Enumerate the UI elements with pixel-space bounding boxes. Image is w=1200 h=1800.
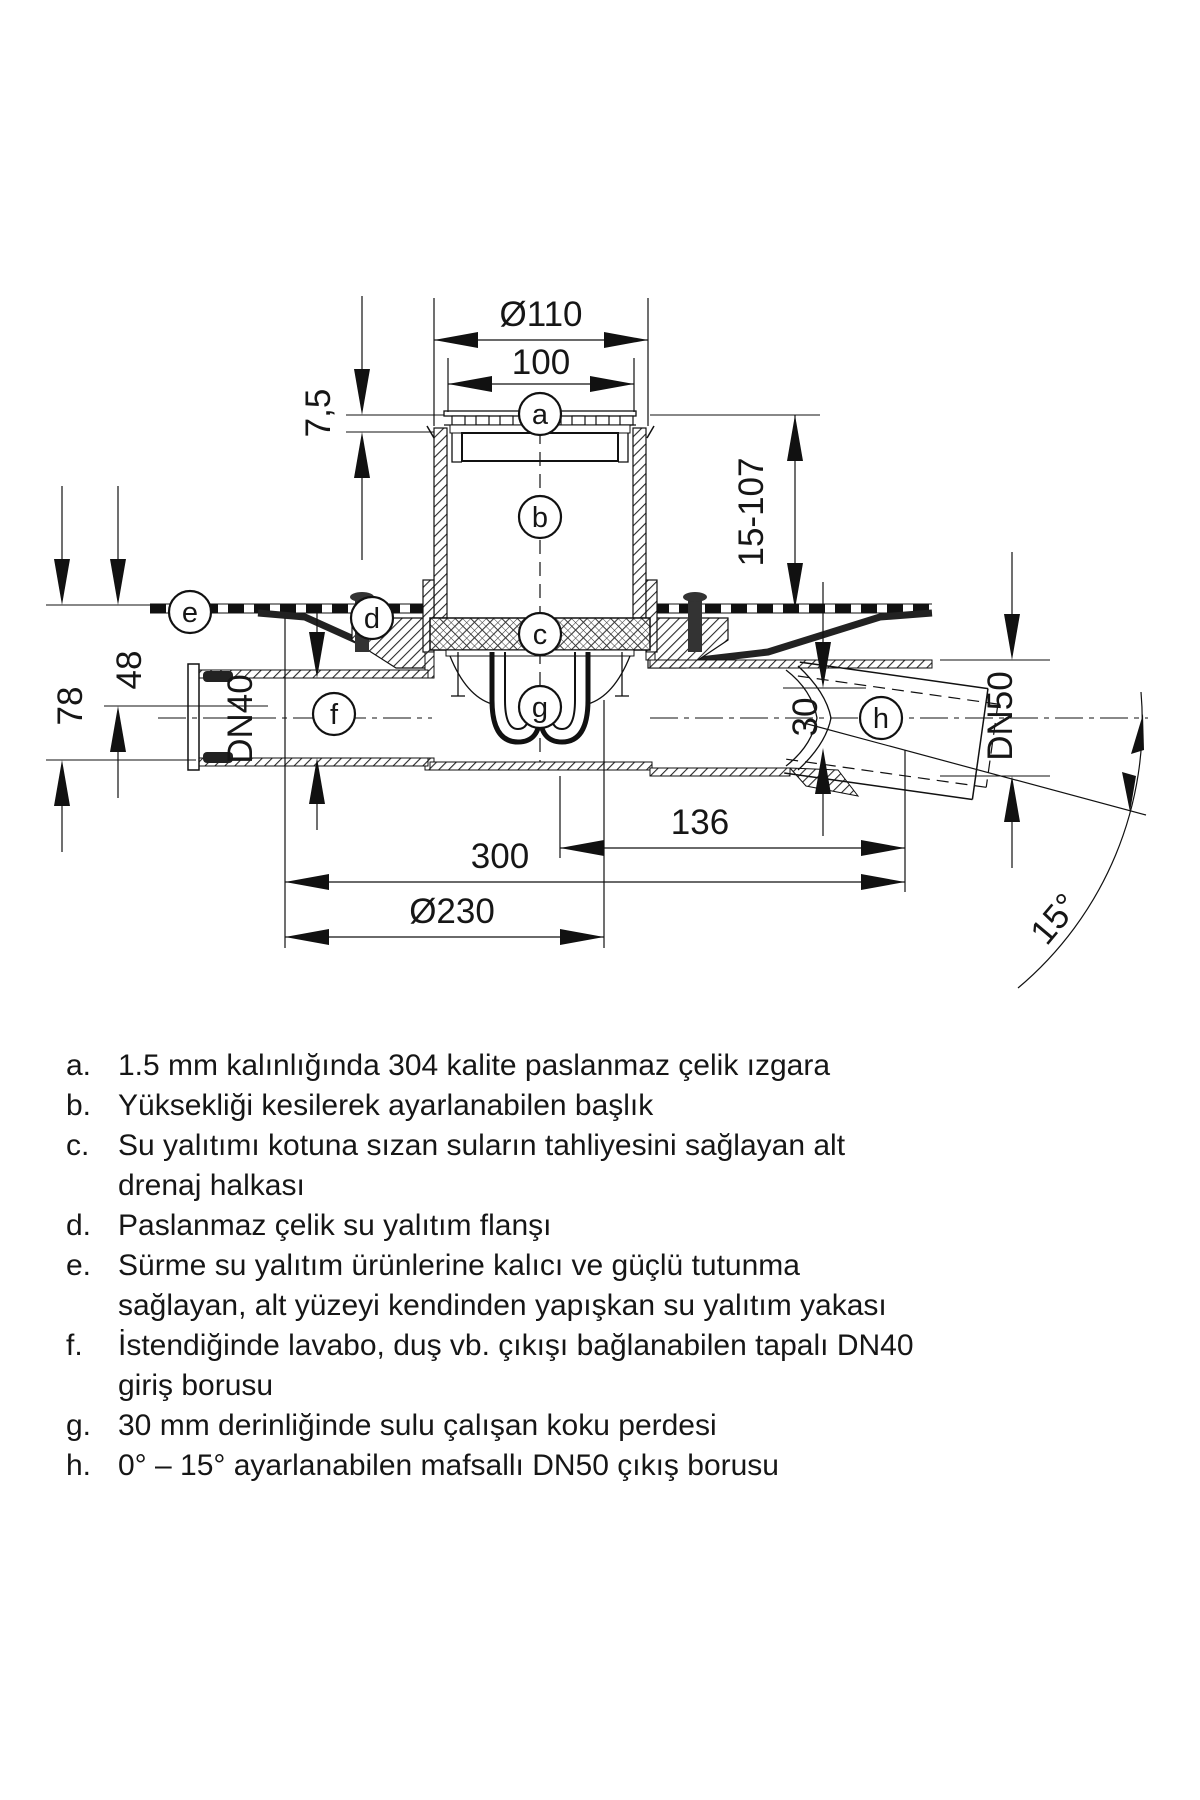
- dimension-grate-outer: Ø110: [433, 295, 649, 426]
- svg-text:7,5: 7,5: [299, 389, 338, 438]
- svg-text:b: b: [532, 502, 548, 534]
- svg-text:100: 100: [512, 343, 570, 382]
- svg-text:h: h: [873, 703, 889, 735]
- dimension-grate-thickness: 7,5: [299, 296, 444, 560]
- svg-text:136: 136: [671, 803, 729, 842]
- dim-angle: 15°: [1023, 886, 1087, 952]
- marker-g: g: [517, 684, 563, 730]
- marker-e: e: [167, 589, 213, 635]
- svg-text:15-107: 15-107: [732, 458, 771, 567]
- svg-text:e: e: [182, 597, 198, 629]
- legend-text: 1.5 mm kalınlığında 304 kalite paslanmaz…: [118, 1049, 831, 1082]
- marker-d: d: [349, 595, 395, 641]
- legend-letter: h.: [66, 1449, 92, 1482]
- legend-item-e: e. Sürme su yalıtım ürünlerine kalıcı ve…: [66, 1246, 1086, 1326]
- svg-text:78: 78: [51, 687, 90, 726]
- svg-text:DN50: DN50: [981, 671, 1020, 760]
- legend-letter: b.: [66, 1089, 92, 1122]
- dimension-body-length: 300: [284, 618, 905, 948]
- svg-text:48: 48: [110, 651, 149, 690]
- dimension-outlet-size: DN50: [940, 552, 1050, 868]
- angle-indicator: 15°: [799, 691, 1147, 989]
- svg-text:Ø230: Ø230: [409, 892, 495, 931]
- svg-text:f: f: [330, 699, 339, 731]
- svg-text:30: 30: [786, 698, 825, 737]
- marker-c: c: [517, 611, 563, 657]
- svg-text:a: a: [532, 399, 549, 431]
- legend-item-b: b. Yüksekliği kesilerek ayarlanabilen ba…: [66, 1086, 1086, 1126]
- legend-item-c: c. Su yalıtımı kotuna sızan suların tahl…: [66, 1126, 1086, 1206]
- svg-text:d: d: [364, 603, 380, 635]
- legend-text: 0° – 15° ayarlanabilen mafsallı DN50 çık…: [118, 1449, 779, 1482]
- legend-letter: e.: [66, 1249, 92, 1282]
- dimension-inlet-size: DN40: [221, 613, 325, 830]
- marker-b: b: [517, 494, 563, 540]
- svg-text:c: c: [533, 619, 548, 651]
- legend-text: 30 mm derinliğinde sulu çalışan koku per…: [118, 1409, 717, 1442]
- svg-text:g: g: [532, 692, 548, 724]
- legend-item-h: h. 0° – 15° ayarlanabilen mafsallı DN50 …: [66, 1446, 1086, 1486]
- legend-item-g: g. 30 mm derinliğinde sulu çalışan koku …: [66, 1406, 1086, 1446]
- legend-list: a. 1.5 mm kalınlığında 304 kalite paslan…: [66, 1046, 1086, 1486]
- legend-text: Paslanmaz çelik su yalıtım flanşı: [118, 1209, 552, 1242]
- dimension-grate-width: 100: [447, 343, 635, 412]
- legend-text: Yüksekliği kesilerek ayarlanabilen başlı…: [118, 1089, 654, 1122]
- legend-letter: c.: [66, 1129, 90, 1162]
- svg-text:300: 300: [471, 837, 529, 876]
- legend-letter: f.: [66, 1329, 83, 1362]
- legend-item-a: a. 1.5 mm kalınlığında 304 kalite paslan…: [66, 1046, 1086, 1086]
- marker-h: h: [858, 695, 904, 741]
- legend-letter: a.: [66, 1049, 92, 1082]
- legend-text: İstendiğinde lavabo, duş vb. çıkışı bağl…: [118, 1329, 914, 1402]
- dimension-depth-total: 78: [46, 486, 196, 852]
- dimension-trap-depth: 30: [783, 582, 866, 836]
- legend-letter: d.: [66, 1209, 92, 1242]
- legend-item-d: d. Paslanmaz çelik su yalıtım flanşı: [66, 1206, 1086, 1246]
- svg-text:DN40: DN40: [221, 674, 260, 763]
- legend-text: Su yalıtımı kotuna sızan suların tahliye…: [118, 1129, 846, 1202]
- dimension-height-adjust: 15-107: [650, 414, 820, 609]
- legend-letter: g.: [66, 1409, 92, 1442]
- marker-a: a: [517, 391, 563, 437]
- inlet-pipe-dn40: [158, 663, 432, 771]
- dimension-flange-diameter: Ø230: [285, 700, 605, 948]
- marker-f: f: [311, 691, 357, 737]
- legend-text: Sürme su yalıtım ürünlerine kalıcı ve gü…: [118, 1249, 887, 1322]
- legend-item-f: f. İstendiğinde lavabo, duş vb. çıkışı b…: [66, 1326, 1086, 1406]
- dimension-depth-to-flange: 48: [104, 486, 268, 798]
- drain-body: [424, 651, 656, 771]
- dimension-outlet-length: 136: [559, 750, 906, 892]
- svg-text:Ø110: Ø110: [499, 295, 582, 334]
- technical-drawing: 15° Ø110 100 7,5 15-107: [46, 295, 1148, 989]
